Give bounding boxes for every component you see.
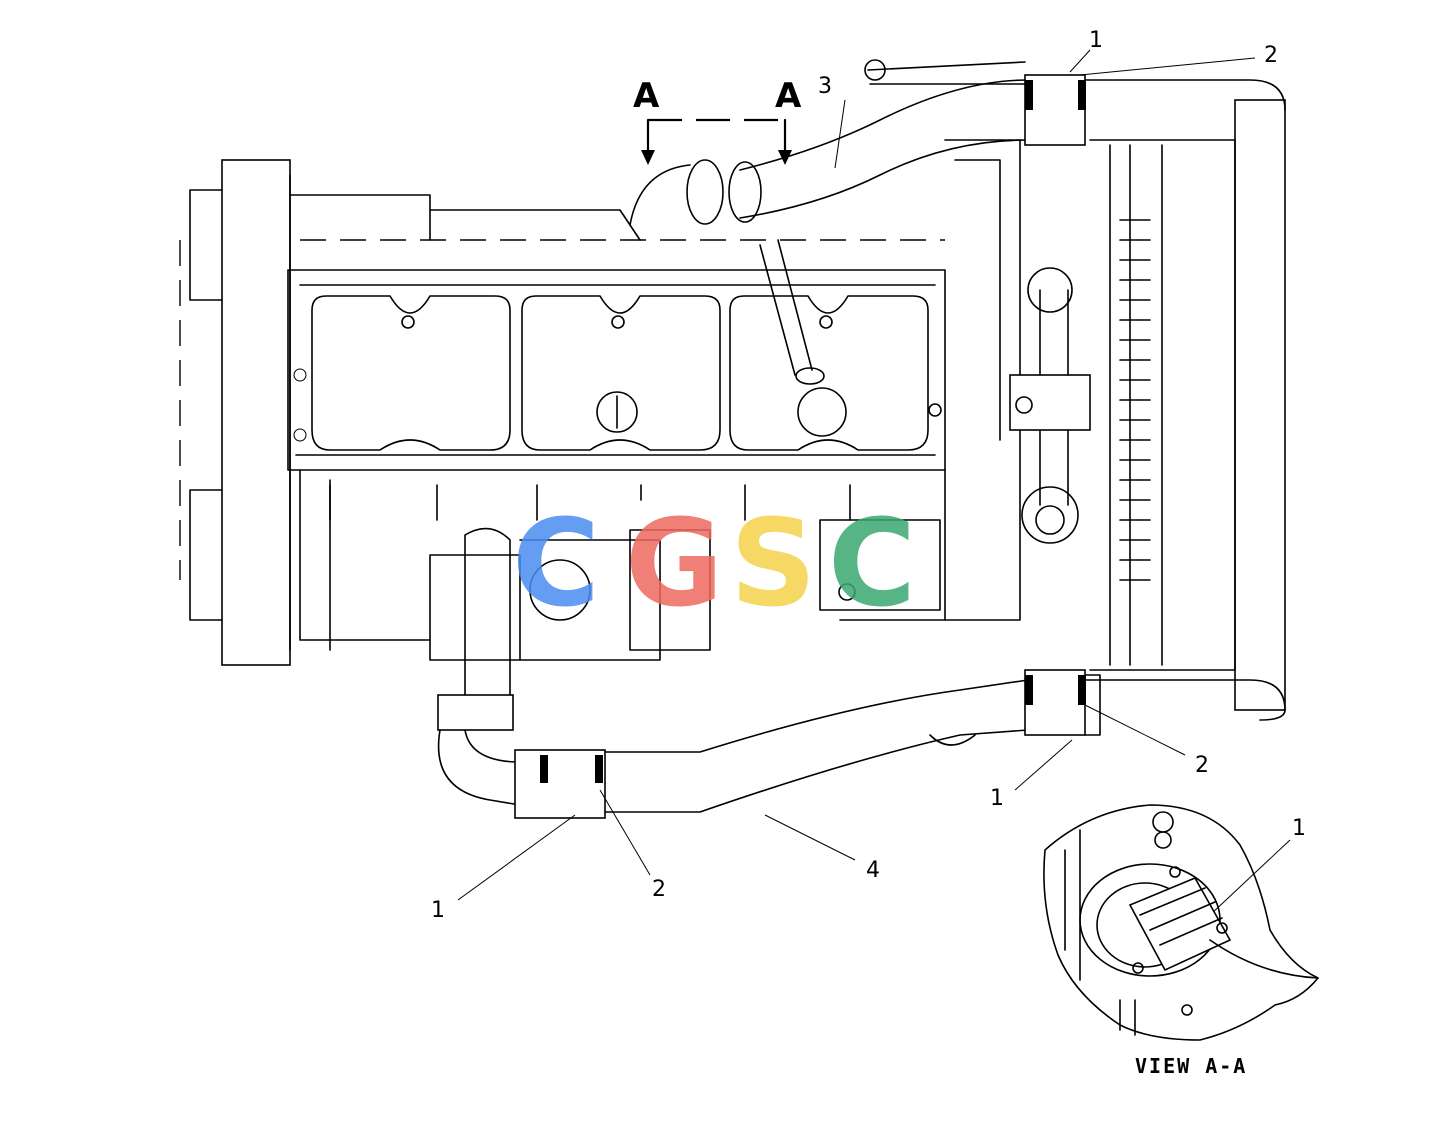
injector-posts bbox=[329, 484, 851, 521]
flywheel-housing bbox=[179, 159, 291, 666]
callout-detail-1: 1 bbox=[1292, 816, 1306, 841]
breather-tube bbox=[759, 239, 847, 437]
callout-right-lower-1: 1 bbox=[990, 786, 1004, 811]
radiator bbox=[1084, 79, 1286, 721]
watermark: C G S C bbox=[512, 495, 916, 634]
watermark-letter-c2: C bbox=[828, 495, 916, 634]
detail-view: VIEW A-A bbox=[1043, 804, 1319, 1078]
callout-top-1: 1 bbox=[1089, 28, 1103, 53]
valve-cover-2 bbox=[521, 295, 721, 451]
upper-tube bbox=[629, 59, 1086, 226]
valve-cover-1 bbox=[293, 295, 511, 451]
section-markers: A A bbox=[633, 76, 802, 165]
watermark-letter-c1: C bbox=[512, 495, 600, 634]
leader-lines bbox=[457, 49, 1291, 916]
callout-top-2: 2 bbox=[1264, 43, 1278, 68]
engine-block bbox=[287, 194, 946, 651]
watermark-letter-g: G bbox=[625, 495, 724, 634]
turbocharger bbox=[429, 519, 941, 731]
rear-housing bbox=[944, 139, 1091, 621]
lower-tube bbox=[437, 669, 1101, 819]
section-marker-left: A bbox=[633, 76, 660, 116]
callout-bottom-1: 1 bbox=[431, 898, 445, 923]
watermark-letter-s: S bbox=[730, 495, 816, 634]
callouts: 1 2 3 2 1 1 2 4 1 bbox=[431, 28, 1306, 923]
callout-bottom-2: 2 bbox=[652, 877, 666, 902]
section-marker-right: A bbox=[775, 76, 802, 116]
valve-cover-3 bbox=[729, 295, 942, 451]
callout-lower-tube-4: 4 bbox=[866, 858, 880, 883]
callout-upper-tube-3: 3 bbox=[818, 74, 832, 99]
view-label: VIEW A-A bbox=[1135, 1054, 1247, 1078]
callout-right-lower-2: 2 bbox=[1195, 753, 1209, 778]
